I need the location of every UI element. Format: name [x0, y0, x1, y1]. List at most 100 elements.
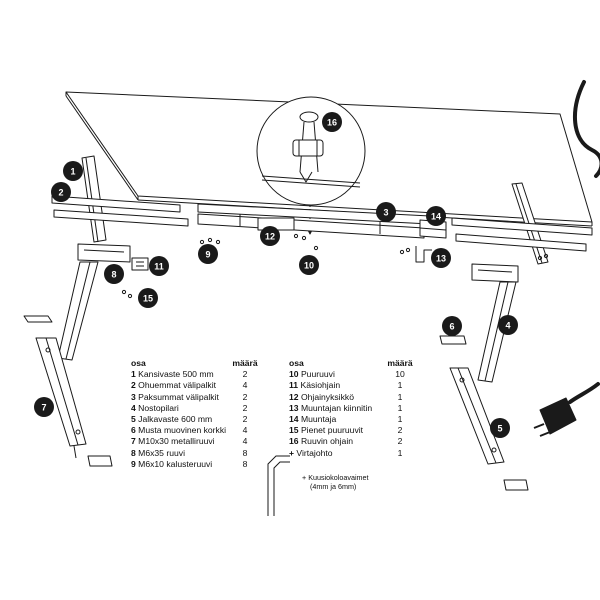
part-quantity: 10 — [395, 369, 405, 380]
callout-8: 8 — [104, 264, 124, 284]
callout-badges: 1 2 3 4 5 6 7 8 9 10 11 12 13 14 15 16 — [34, 112, 518, 438]
lifting-column-right-drawing — [471, 263, 519, 383]
part-name: Pienet puuruuvit — [300, 425, 364, 436]
svg-text:15: 15 — [143, 294, 153, 304]
callout-2: 2 — [51, 182, 71, 202]
callout-13: 13 — [431, 248, 451, 268]
part-quantity: 2 — [397, 436, 403, 447]
part-name: Musta muovinen korkki — [138, 425, 227, 436]
part-number: + — [289, 447, 295, 458]
part-name: M10x30 metalliruuvi — [138, 436, 215, 447]
hand-controller-drawing — [131, 257, 149, 271]
callout-7: 7 — [34, 397, 54, 417]
svg-text:14: 14 — [431, 212, 441, 222]
part-number: 9 — [131, 458, 136, 469]
callout-5: 5 — [490, 418, 510, 438]
svg-text:1: 1 — [70, 167, 75, 177]
svg-text:8: 8 — [111, 270, 116, 280]
part-name: Virtajohto — [296, 447, 333, 458]
part-quantity: 1 — [397, 402, 403, 413]
part-name: Nostopilari — [138, 402, 179, 413]
callout-12: 12 — [260, 226, 280, 246]
foot-right-drawing — [449, 367, 505, 465]
part-number: 3 — [131, 391, 136, 402]
transformer-clip-drawing — [415, 246, 432, 263]
part-name: Puuruuvi — [300, 369, 335, 380]
part-quantity: 2 — [242, 391, 248, 402]
column-header-part: osa — [289, 358, 304, 368]
callout-4: 4 — [498, 315, 518, 335]
part-quantity: 4 — [242, 436, 248, 447]
thin-beams-right-drawing — [451, 217, 593, 252]
svg-text:5: 5 — [497, 424, 502, 434]
part-number: 12 — [289, 391, 299, 402]
part-number: 14 — [289, 413, 299, 424]
callout-10: 10 — [299, 255, 319, 275]
part-quantity: 2 — [242, 402, 248, 413]
part-number: 11 — [289, 380, 299, 391]
part-number: 16 — [289, 436, 299, 447]
part-quantity: 4 — [242, 425, 248, 436]
part-number: 5 — [131, 413, 136, 424]
column-header-part: osa — [131, 358, 146, 368]
part-quantity: 1 — [397, 413, 403, 424]
extra-tools-note: + Kuusiokoloavaimet (4mm ja 6mm) — [302, 473, 369, 491]
callout-14: 14 — [426, 206, 446, 226]
part-name: Muuntaja — [300, 413, 337, 424]
callout-16: 16 — [322, 112, 342, 132]
svg-text:10: 10 — [304, 261, 314, 271]
part-name: Paksummat välipalkit — [138, 391, 219, 402]
svg-text:4: 4 — [505, 321, 510, 331]
part-number: 13 — [289, 402, 299, 413]
part-number: 2 — [131, 380, 136, 391]
column-header-qty: määrä — [232, 358, 258, 368]
part-name: Ohuemmat välipalkit — [138, 380, 217, 391]
part-quantity: 2 — [397, 425, 403, 436]
part-number: 4 — [131, 402, 136, 413]
power-cable-drawing — [573, 80, 600, 178]
part-quantity: 2 — [242, 413, 248, 424]
parts-list-row: 5 Jalkavaste 600 mm 2 — [131, 414, 281, 425]
part-number: 10 — [289, 369, 299, 380]
parts-list-row: 4 Nostopilari 2 — [131, 403, 281, 414]
callout-15: 15 — [138, 288, 158, 308]
part-quantity: 4 — [242, 380, 248, 391]
callout-11: 11 — [149, 256, 169, 276]
screws-drawing — [121, 233, 549, 299]
part-name: Muuntajan kiinnitin — [300, 402, 373, 413]
foot-left-drawing — [35, 337, 87, 459]
part-number: 8 — [131, 447, 136, 458]
part-name: Ohjainyksikkö — [300, 391, 354, 402]
svg-text:13: 13 — [436, 254, 446, 264]
part-name: M6x10 kalusteruuvi — [138, 458, 213, 469]
caps-right-drawing — [439, 335, 529, 491]
callout-3: 3 — [376, 202, 396, 222]
part-quantity: 1 — [397, 391, 403, 402]
column-header-qty: määrä — [387, 358, 413, 368]
hex-keys-drawing — [267, 455, 290, 516]
parts-list-row: 2 Ohuemmat välipalkit 4 — [131, 380, 281, 391]
thin-beams-left-drawing — [51, 195, 189, 227]
caps-left-drawing — [23, 315, 113, 467]
svg-text:6: 6 — [449, 322, 454, 332]
part-number: 6 — [131, 425, 136, 436]
parts-list-row: 14 Muuntaja 1 — [289, 414, 439, 425]
part-name: Jalkavaste 600 mm — [138, 413, 213, 424]
svg-text:2: 2 — [58, 188, 63, 198]
part-name: Kansivaste 500 mm — [138, 369, 214, 380]
callout-9: 9 — [198, 244, 218, 264]
svg-text:12: 12 — [265, 232, 275, 242]
part-quantity: 2 — [242, 369, 248, 380]
